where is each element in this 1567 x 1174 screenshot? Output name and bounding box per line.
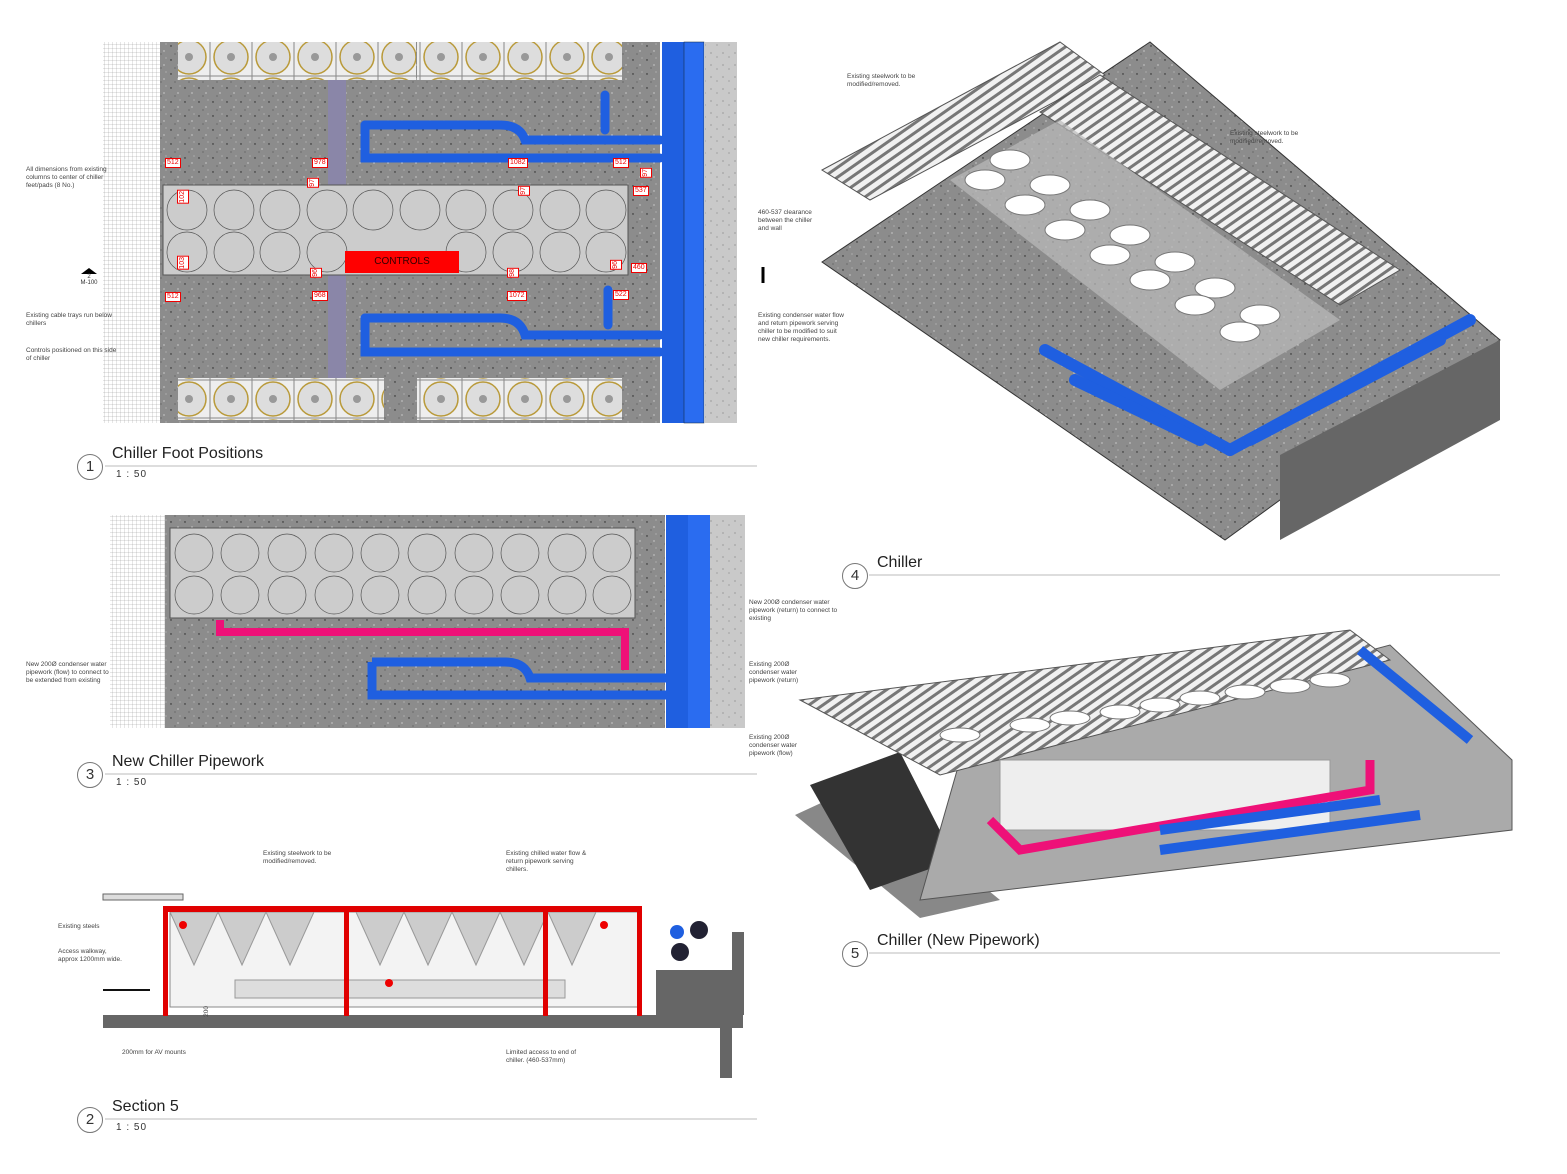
dim-label: 537 [633,186,649,196]
dim-label: 512 [613,158,629,168]
view-title: Chiller (New Pipework) [877,932,1040,949]
dim-200: 200 [203,1006,210,1017]
dim-label: 98 [507,268,519,278]
note-cable-trays: Existing cable trays run below chillers [26,312,112,327]
section-marker-sheet: M-100 [80,280,98,286]
isometric-chiller-new-pipework [795,629,1513,918]
dim-label: 522 [613,290,629,300]
view-number: 2 [77,1107,103,1133]
note-new-return: New 200Ø condenser water pipework (retur… [749,599,838,622]
dim-label: 978 [312,158,328,168]
dim-label: 968 [312,291,328,301]
note-new-flow: New 200Ø condenser water pipework (flow)… [26,661,109,684]
dim-label: 97 [518,186,530,196]
section-marker-number: 2 [87,274,91,280]
dim-label: 96 [310,268,322,278]
section-marker[interactable]: 2 M-100 [74,268,104,292]
note-av-mounts: 200mm for AV mounts [122,1049,186,1056]
dim-label: 1072 [507,291,527,301]
note-existing-flow: Existing 200Ø condenser water pipework (… [749,734,798,757]
view-title: Section 5 [112,1098,179,1115]
section-arrow-icon [81,268,97,274]
view-scale: 1 : 50 [116,777,148,788]
note-limited-access: Limited access to end of chiller. (460-5… [506,1049,577,1064]
plan-new-chiller-pipework [110,515,745,728]
view-title: Chiller Foot Positions [112,445,264,462]
dim-label: 460 [631,263,647,273]
note-steelwork: Existing steelwork to be modified/remove… [263,850,332,865]
note-steelwork-left: Existing steelwork to be modified/remove… [847,73,916,88]
plan-chiller-foot-positions [103,41,765,424]
note-steels: Existing steels [58,923,100,930]
note-condenser: Existing condenser water flow and return… [758,312,844,343]
isometric-chiller [821,41,1501,541]
dim-label: 96 [610,260,622,270]
view-scale: 1 : 50 [116,469,148,480]
note-dimensions: All dimensions from existing columns to … [26,166,107,189]
dim-label: 512 [165,158,181,168]
view-number: 3 [77,762,103,788]
note-chilled-water: Existing chilled water flow & return pip… [506,850,587,873]
note-steelwork-right: Existing steelwork to be modified/remove… [1230,130,1299,145]
dim-label: 1082 [508,158,528,168]
controls-label: CONTROLS [345,251,459,273]
view-scale: 1 : 50 [116,1122,148,1133]
dim-label: 512 [165,292,181,302]
view-title: New Chiller Pipework [112,753,265,770]
dim-label: 102 [177,190,189,204]
note-controls-side: Controls positioned on this side of chil… [26,347,117,362]
note-walkway: Access walkway, approx 1200mm wide. [58,948,122,963]
dim-label: 97 [307,178,319,188]
view-title: Chiller [877,554,923,571]
view-number: 4 [842,563,868,589]
view-number: 1 [77,454,103,480]
view-number: 5 [842,941,868,967]
note-existing-return: Existing 200Ø condenser water pipework (… [749,661,799,684]
section-5-drawing [102,893,744,1078]
dim-label: 103 [177,256,189,270]
dim-label: 97 [640,168,652,178]
note-clearance: 460-537 clearance between the chiller an… [758,209,813,232]
